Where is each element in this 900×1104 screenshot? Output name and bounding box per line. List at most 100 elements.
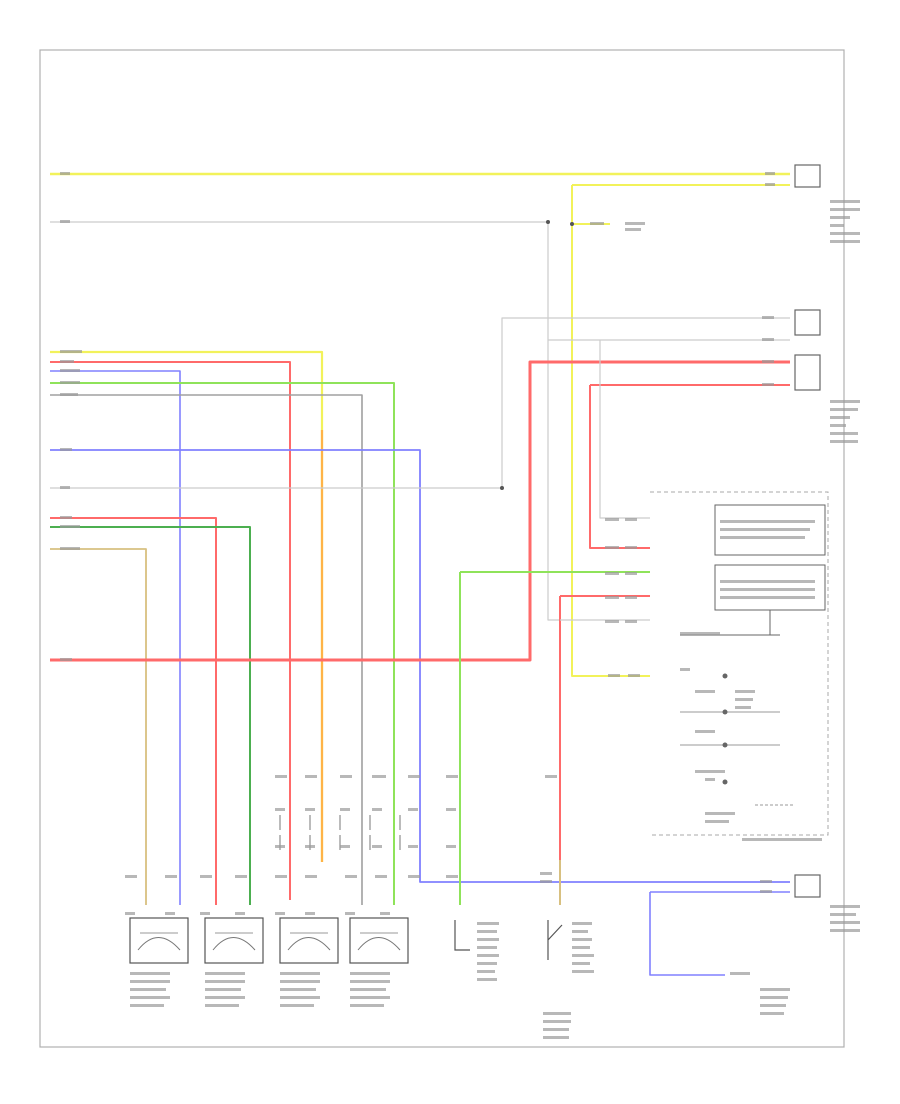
illegible-label-41 — [680, 632, 720, 635]
illegible-label-51 — [625, 620, 637, 623]
illegible-label-32 — [762, 338, 774, 341]
illegible-label-130 — [477, 970, 495, 973]
illegible-label-14 — [765, 172, 775, 175]
illegible-label-81 — [372, 845, 382, 848]
illegible-label-119 — [350, 972, 390, 975]
illegible-label-77 — [446, 808, 456, 811]
junction-3 — [500, 486, 504, 490]
illegible-label-17 — [625, 222, 645, 225]
illegible-label-63 — [705, 820, 729, 823]
wire-yellow-down — [571, 185, 650, 677]
illegible-label-43 — [625, 518, 637, 521]
illegible-label-46 — [605, 572, 619, 575]
illegible-label-45 — [625, 546, 637, 549]
sensor-4-symbol — [357, 937, 401, 951]
illegible-label-117 — [280, 996, 320, 999]
illegible-label-44 — [605, 546, 619, 549]
illegible-label-88 — [275, 875, 287, 878]
illegible-label-103 — [380, 912, 390, 915]
sensor-1 — [129, 917, 189, 964]
illegible-label-73 — [305, 808, 315, 811]
connector-2 — [794, 309, 821, 336]
module-box-lower — [714, 564, 826, 611]
illegible-label-107 — [130, 996, 170, 999]
illegible-label-7 — [60, 393, 78, 396]
illegible-label-93 — [446, 875, 458, 878]
wire-blue-2 — [50, 370, 181, 905]
illegible-label-152 — [760, 1004, 786, 1007]
illegible-label-12 — [60, 547, 80, 550]
illegible-label-123 — [350, 1004, 384, 1007]
illegible-label-23 — [830, 232, 860, 235]
illegible-label-100 — [275, 912, 285, 915]
illegible-label-150 — [760, 988, 790, 991]
illegible-label-144 — [830, 913, 856, 916]
illegible-label-35 — [720, 520, 815, 523]
ground-dot-3 — [722, 742, 728, 748]
illegible-label-42 — [605, 518, 619, 521]
illegible-label-58 — [735, 706, 751, 709]
illegible-label-26 — [830, 408, 858, 411]
sensor-2-symbol — [212, 937, 256, 951]
illegible-label-135 — [572, 946, 590, 949]
illegible-label-125 — [477, 930, 497, 933]
illegible-label-98 — [200, 912, 210, 915]
illegible-label-151 — [760, 996, 788, 999]
wire-blue-main — [50, 449, 790, 883]
illegible-label-153 — [760, 1012, 784, 1015]
illegible-label-139 — [543, 1012, 571, 1015]
illegible-label-116 — [280, 988, 316, 991]
illegible-label-145 — [830, 921, 860, 924]
ground-dot-1 — [722, 673, 728, 679]
illegible-label-28 — [830, 424, 846, 427]
illegible-label-15 — [765, 183, 775, 186]
illegible-label-68 — [372, 775, 386, 778]
illegible-label-19 — [830, 200, 860, 203]
connector-4 — [794, 874, 821, 898]
illegible-label-111 — [205, 988, 241, 991]
illegible-label-136 — [572, 954, 594, 957]
sensor-3-symbol — [287, 937, 331, 951]
illegible-label-91 — [375, 875, 387, 878]
diagram-frame — [39, 49, 845, 1048]
wire-yellow-2 — [50, 350, 324, 862]
illegible-label-78 — [275, 845, 285, 848]
illegible-label-122 — [350, 996, 390, 999]
wire-gray-2 — [50, 394, 363, 905]
illegible-label-11 — [60, 525, 80, 528]
illegible-label-1 — [60, 172, 70, 175]
illegible-label-29 — [830, 432, 858, 435]
illegible-label-31 — [762, 316, 774, 319]
illegible-label-9 — [60, 486, 70, 489]
illegible-label-59 — [695, 730, 715, 733]
illegible-label-56 — [735, 690, 755, 693]
illegible-label-118 — [280, 1004, 314, 1007]
illegible-label-5 — [60, 369, 80, 372]
illegible-label-138 — [572, 970, 594, 973]
illegible-label-141 — [543, 1028, 569, 1031]
illegible-label-131 — [477, 978, 497, 981]
illegible-label-67 — [340, 775, 352, 778]
illegible-label-75 — [372, 808, 382, 811]
components — [129, 164, 829, 964]
illegible-label-27 — [830, 416, 850, 419]
illegible-label-133 — [572, 930, 588, 933]
illegible-label-33 — [762, 360, 774, 363]
sensor-3 — [279, 917, 339, 964]
illegible-label-79 — [305, 845, 315, 848]
illegible-label-127 — [477, 946, 497, 949]
switch-2 — [547, 920, 563, 960]
illegible-label-70 — [446, 775, 458, 778]
illegible-label-94 — [540, 872, 552, 875]
wire-red-3 — [50, 517, 217, 905]
illegible-label-74 — [340, 808, 350, 811]
illegible-label-89 — [305, 875, 317, 878]
illegible-label-57 — [735, 698, 753, 701]
illegible-label-83 — [446, 845, 456, 848]
sensor-4 — [349, 917, 409, 964]
connector-3 — [794, 354, 821, 391]
wire-darkgreen — [50, 526, 251, 905]
illegible-label-24 — [830, 240, 860, 243]
illegible-label-109 — [205, 972, 245, 975]
